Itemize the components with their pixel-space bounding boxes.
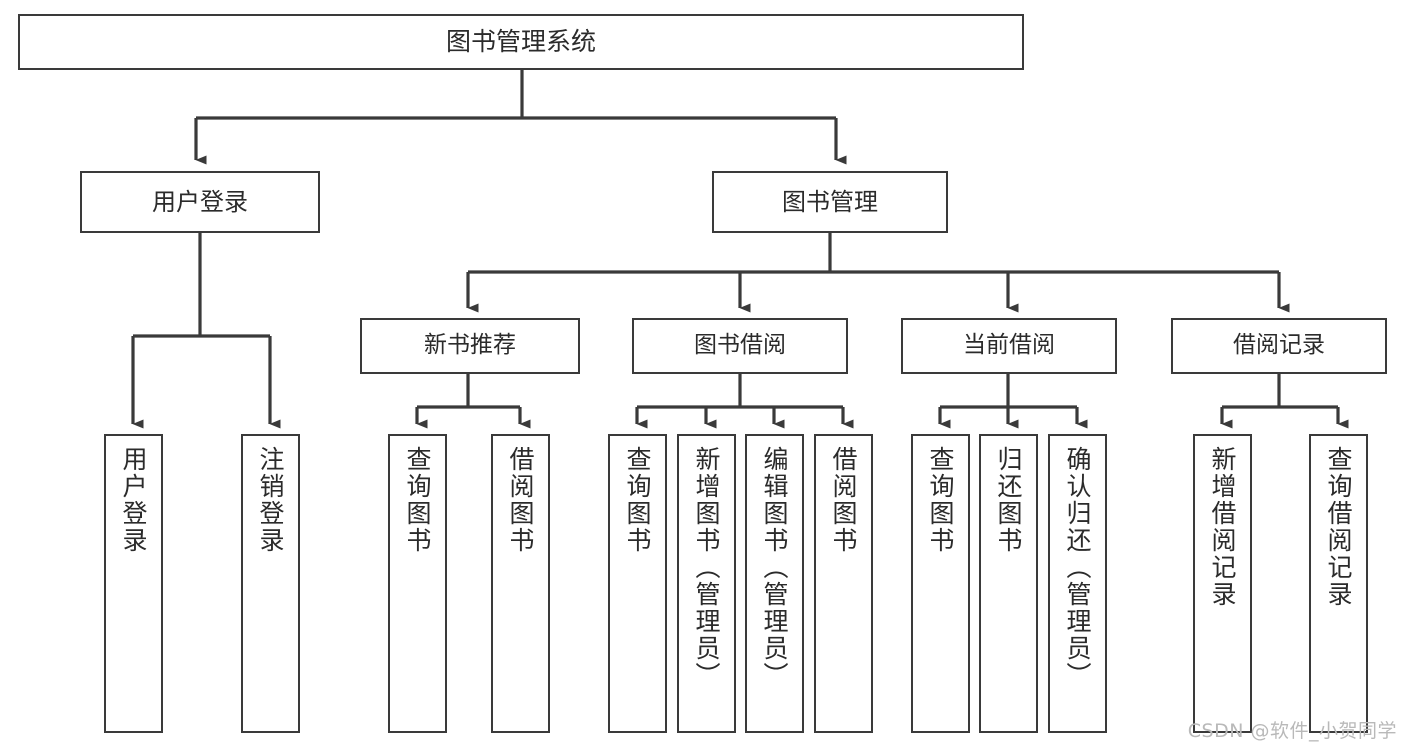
leaf-book-borrow-query[interactable]: 查询图书	[608, 434, 667, 733]
leaf-borrow-record-query-label: 查询借阅记录	[1324, 446, 1353, 608]
leaf-book-borrow-query-label: 查询图书	[623, 446, 652, 554]
leaf-user-login-login-label: 用户登录	[119, 446, 148, 554]
node-book-borrow[interactable]: 图书借阅	[632, 318, 848, 374]
leaf-current-borrow-confirm-label: 确认归还（管理员）	[1063, 446, 1092, 689]
leaf-user-login-logout-label: 注销登录	[256, 446, 285, 554]
node-book-borrow-label: 图书借阅	[694, 332, 786, 359]
leaf-book-borrow-add-label: 新增图书（管理员）	[692, 446, 721, 689]
node-new-book-recommend-label: 新书推荐	[424, 332, 516, 359]
leaf-current-borrow-return[interactable]: 归还图书	[979, 434, 1038, 733]
node-borrow-record[interactable]: 借阅记录	[1171, 318, 1387, 374]
leaf-current-borrow-return-label: 归还图书	[994, 446, 1023, 554]
node-new-book-recommend[interactable]: 新书推荐	[360, 318, 580, 374]
leaf-borrow-record-query[interactable]: 查询借阅记录	[1309, 434, 1368, 733]
node-book-manage[interactable]: 图书管理	[712, 171, 948, 233]
node-root[interactable]: 图书管理系统	[18, 14, 1024, 70]
leaf-user-login-logout[interactable]: 注销登录	[241, 434, 300, 733]
node-current-borrow-label: 当前借阅	[963, 332, 1055, 359]
leaf-new-book-query[interactable]: 查询图书	[388, 434, 447, 733]
leaf-book-borrow-edit[interactable]: 编辑图书（管理员）	[745, 434, 804, 733]
node-root-label: 图书管理系统	[445, 27, 596, 57]
node-user-login-label: 用户登录	[152, 187, 248, 216]
node-book-manage-label: 图书管理	[782, 187, 878, 216]
leaf-current-borrow-query[interactable]: 查询图书	[911, 434, 970, 733]
leaf-book-borrow-lend-label: 借阅图书	[829, 446, 858, 554]
leaf-book-borrow-add[interactable]: 新增图书（管理员）	[677, 434, 736, 733]
leaf-user-login-login[interactable]: 用户登录	[104, 434, 163, 733]
leaf-current-borrow-query-label: 查询图书	[926, 446, 955, 554]
leaf-new-book-borrow-label: 借阅图书	[506, 446, 535, 554]
node-current-borrow[interactable]: 当前借阅	[901, 318, 1117, 374]
leaf-new-book-borrow[interactable]: 借阅图书	[491, 434, 550, 733]
node-user-login[interactable]: 用户登录	[80, 171, 320, 233]
leaf-borrow-record-add-label: 新增借阅记录	[1208, 446, 1237, 608]
leaf-book-borrow-edit-label: 编辑图书（管理员）	[760, 446, 789, 689]
node-borrow-record-label: 借阅记录	[1233, 332, 1325, 359]
leaf-new-book-query-label: 查询图书	[403, 446, 432, 554]
leaf-borrow-record-add[interactable]: 新增借阅记录	[1193, 434, 1252, 733]
leaf-book-borrow-lend[interactable]: 借阅图书	[814, 434, 873, 733]
leaf-current-borrow-confirm[interactable]: 确认归还（管理员）	[1048, 434, 1107, 733]
